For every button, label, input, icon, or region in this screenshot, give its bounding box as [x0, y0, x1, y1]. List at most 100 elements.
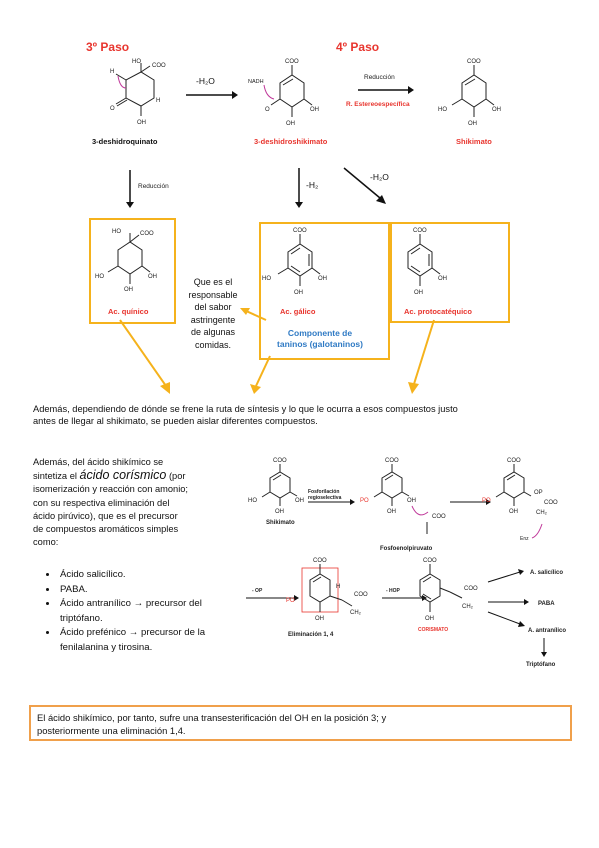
scheme-minus-hop: - HOP [386, 588, 401, 594]
atom-coo: COO [507, 458, 521, 464]
aromatic-list: Ácido salicílico. PABA. Ácido antranílic… [40, 568, 240, 655]
gallic-name: Ac. gálico [280, 307, 316, 316]
atom-ho: HO [112, 229, 121, 235]
atom-oh: OH [275, 509, 284, 515]
scheme-shikimato: Shikimato [266, 520, 295, 526]
arrow-curved-icon [117, 75, 127, 89]
arrow-diag-icon [343, 167, 386, 204]
atom-ho: HO [262, 276, 271, 282]
atom-oh2: OH [310, 107, 319, 113]
nadh-arrow-icon [263, 84, 275, 100]
stereospecific-label: R. Estereoespecífica [346, 101, 410, 108]
arrow-right-icon [358, 86, 414, 94]
quinic-box [89, 218, 176, 324]
para1-line1: Además, dependiendo de dónde se frene la… [33, 404, 458, 414]
atom-coo2: COO [432, 514, 446, 520]
para1-line2: antes de llegar al shikimato, se pueden … [33, 416, 318, 426]
gallic-structure: COO HO OH OH [262, 228, 327, 296]
conclusion-box: El ácido shikímico, por tanto, sufre una… [29, 705, 572, 741]
chorismic-paragraph: Además, del ácido shikímico se sintetiza… [33, 456, 243, 549]
shikimate-structure: COO HO OH OH [438, 59, 501, 127]
protocatechuic-structure: COO OH OH [407, 228, 447, 296]
atom-oh: OH [124, 287, 133, 293]
atom-coo: COO [285, 59, 299, 65]
dehydroshikimate-structure: COO NADH O OH OH [248, 59, 319, 127]
scheme-triptofano: Triptófano [526, 662, 556, 668]
atom-coo: COO [467, 59, 481, 65]
atom-coo: COO [293, 228, 307, 234]
protocatechuic-box [390, 222, 510, 323]
arrow-down-icon [126, 170, 134, 208]
yellow-arrow-icon [119, 319, 170, 394]
atom-coo: COO [423, 558, 437, 564]
list-item: Ácido prefénico → precursor de la fenila… [58, 626, 240, 655]
atom-oh: OH [387, 509, 396, 515]
atom-h: H [110, 69, 114, 75]
chorismate-scheme: COO HO OH OH Shikimato Fosforilación reg… [246, 458, 566, 668]
conclusion-line1: El ácido shikímico, por tanto, sufre una… [37, 712, 387, 723]
dehydroshikimate-name: 3-deshidroshikimato [254, 137, 328, 146]
quinic-name: Ac. quínico [108, 307, 149, 316]
protocatechuic-name: Ac. protocatéquico [404, 307, 472, 316]
water-loss2-label: -H₂O [370, 172, 389, 182]
yellow-arrow-icon [250, 355, 271, 394]
callout-arrow-icon [240, 308, 267, 321]
atom-ho2: HO [95, 274, 104, 280]
atom-coo: COO [313, 558, 327, 564]
reduction-label: Reducción [364, 74, 395, 81]
tannin-line2: taninos (galotaninos) [277, 339, 363, 349]
atom-coo: COO [152, 63, 166, 69]
step3-title: 3º Paso [86, 40, 130, 54]
arrow-right-icon [186, 91, 238, 99]
atom-ch2: CH₂ [462, 604, 474, 610]
para2-line2a: sintetiza el [33, 471, 80, 482]
para2-line5: ácido pirúvico), que es el precursor [33, 510, 178, 521]
atom-ch2: CH₂ [536, 510, 548, 516]
para2-line6: de compuestos aromáticos simples [33, 524, 179, 535]
atom-oh: OH [286, 121, 295, 127]
para2-line2: sintetiza el ácido corísmico (por [33, 469, 243, 483]
reduction-left-label: Reducción [138, 183, 169, 190]
atom-h2: H [156, 98, 160, 104]
callout-line: astringente [190, 314, 236, 325]
chorismic-emphasis: ácido corísmico [79, 468, 167, 483]
scheme-paba: PABA [538, 601, 555, 607]
atom-oh: OH [414, 290, 423, 296]
tannin-line1: Componente de [287, 328, 353, 338]
para2-line1: Además, del ácido shikímico se [33, 457, 164, 467]
dehydroquinate-name: 3-deshidroquinato [92, 137, 158, 146]
dehydroquinate-structure: HO COO O OH H H [110, 59, 166, 126]
nadh-label: NADH [248, 79, 264, 85]
para2-line7: como: [33, 537, 59, 548]
list-item: PABA. [58, 583, 240, 598]
atom-coo: COO [385, 458, 399, 464]
atom-po: PO [360, 498, 369, 504]
scheme-fosfo: Fosforilación [308, 489, 339, 495]
atom-oh: OH [315, 616, 324, 622]
callout-line: comidas. [194, 339, 231, 350]
scheme-elim: Eliminación 1, 4 [288, 632, 334, 638]
atom-oh: OH [137, 120, 146, 126]
para2-line2c: (por [166, 471, 186, 482]
arrow-down-icon [295, 168, 303, 208]
atom-h: H [336, 584, 340, 590]
shikimate-name: Shikimato [456, 137, 492, 146]
quinic-structure: HO COO HO OH OH [95, 229, 157, 293]
scheme-minus-op: - OP [252, 588, 263, 594]
atom-ch2: CH₂ [350, 610, 362, 616]
para2-line4: con su respectiva eliminación del [33, 497, 170, 508]
yellow-arrow-icon [408, 319, 435, 394]
callout-line: de algunas [190, 327, 236, 337]
scheme-pep: Fosfoenolpiruvato [380, 546, 433, 552]
para2-line3: isomerización y reacción con amonio; [33, 484, 189, 495]
atom-coo: COO [273, 458, 287, 464]
tannin-note: Componente de taninos (galotaninos) [270, 328, 370, 350]
conclusion-line2: posteriormente una eliminación 1,4. [37, 725, 186, 736]
atom-o: O [265, 107, 270, 113]
atom-o: O [110, 106, 115, 112]
atom-ho: HO [248, 498, 257, 504]
step4-title: 4º Paso [336, 40, 380, 54]
scheme-regio: regioselectiva [308, 495, 342, 501]
gallic-box [259, 222, 390, 360]
atom-oh: OH [294, 290, 303, 296]
